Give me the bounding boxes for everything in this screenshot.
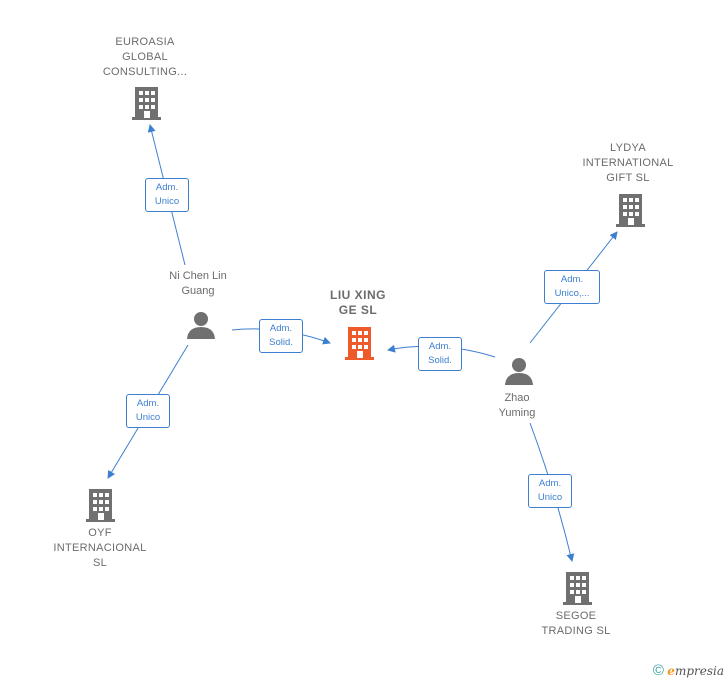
copyright-brand: © empresia [653,662,724,679]
relation-line: Adm. [560,274,584,285]
company-name-line: GIFT SL [606,172,650,184]
company-name-line: GLOBAL [122,51,168,63]
relation-line: Adm. [269,323,293,334]
company-name-line: SEGOE [555,610,597,622]
relation-line: Unico [537,492,563,503]
building-icon[interactable] [343,324,376,361]
person-icon[interactable] [186,311,216,339]
company-name-line: SL [92,557,108,569]
person-nichen[interactable]: Ni Chen Lin Guang [143,269,253,299]
brand-logo: empresia [667,664,724,678]
company-name-line: OYF [88,527,112,539]
copyright-icon: © [652,662,664,679]
company-euroasia[interactable]: EUROASIA GLOBAL CONSULTING... [90,35,200,80]
company-oyf[interactable]: OYF INTERNACIONAL SL [45,526,155,571]
relation-label[interactable]: Adm. Unico,... [544,270,600,304]
company-segoe[interactable]: SEGOE TRADING SL [521,609,631,639]
center-company-name-2: GE SL [338,303,378,317]
building-icon[interactable] [130,84,163,121]
person-zhao[interactable]: Zhao Yuming [462,391,572,421]
relation-line: Adm. [538,478,562,489]
building-icon[interactable] [84,486,117,523]
brand-logo-e: e [667,664,675,678]
person-name-line: Yuming [498,407,536,419]
person-icon[interactable] [504,357,534,385]
building-icon[interactable] [561,569,594,606]
company-name-line: TRADING SL [541,625,611,637]
center-company-name-1: LIU XING [329,288,386,302]
brand-logo-text: mpresia [674,664,724,678]
relation-line: Adm. [155,182,179,193]
person-name-line: Ni Chen Lin [169,270,227,282]
company-name-line: CONSULTING... [102,66,188,78]
relation-label[interactable]: Adm. Unico [126,394,170,428]
company-name-line: EUROASIA [115,36,175,48]
relation-label[interactable]: Adm. Unico [528,474,572,508]
company-name-line: INTERNATIONAL [582,157,674,169]
relation-line: Solid. [428,355,452,366]
relation-line: Unico,... [554,288,590,299]
company-lydya[interactable]: LYDYA INTERNATIONAL GIFT SL [573,141,683,186]
relation-line: Unico [154,196,180,207]
relation-line: Adm. [428,341,452,352]
building-icon[interactable] [614,191,647,228]
company-name-line: INTERNACIONAL [53,542,147,554]
relation-label[interactable]: Adm. Solid. [259,319,303,353]
company-name-line: LYDYA [610,142,646,154]
relation-label[interactable]: Adm. Solid. [418,337,462,371]
person-name-line: Zhao [504,392,530,404]
relation-line: Solid. [269,337,293,348]
relation-label[interactable]: Adm. Unico [145,178,189,212]
relation-line: Adm. [136,398,160,409]
relation-line: Unico [135,412,161,423]
center-company[interactable]: LIU XING GE SL [320,288,396,318]
person-name-line: Guang [181,285,215,297]
